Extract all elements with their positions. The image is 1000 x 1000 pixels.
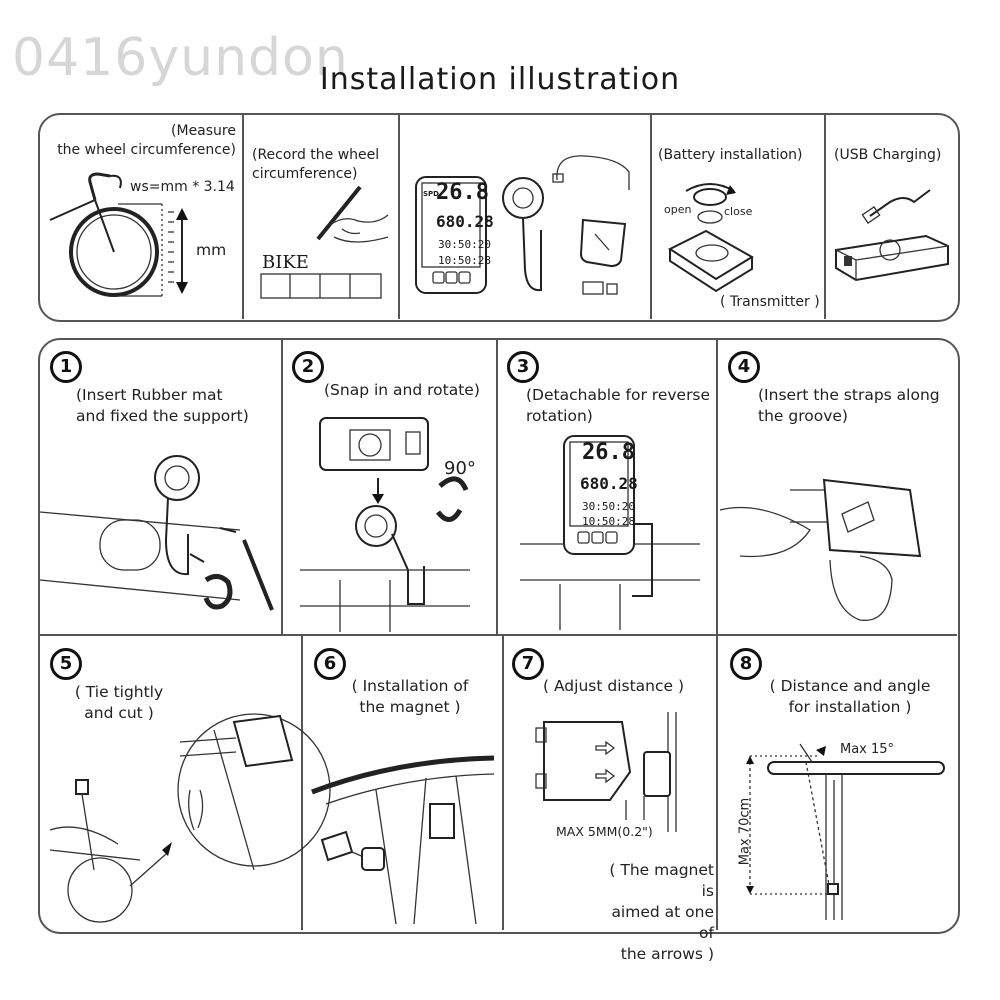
- top-panel: [38, 113, 960, 322]
- step-5-line2: and cut ): [84, 704, 154, 722]
- step-6-line2: the magnet ): [359, 698, 461, 716]
- divider: [716, 339, 718, 635]
- step-3-illustration: [520, 435, 700, 630]
- usb-caption: (USB Charging): [834, 147, 942, 163]
- divider: [824, 114, 826, 319]
- record-caption: (Record the wheel circumference): [252, 146, 392, 184]
- step-3-lcd-speed: 26.8: [582, 440, 635, 465]
- step-8-illustration: [746, 743, 945, 920]
- step-3-lcd-am: 10:50:28: [582, 515, 635, 528]
- row-divider: [39, 634, 957, 636]
- step-3-number: 3: [507, 351, 539, 383]
- step-4-illustration: [719, 478, 922, 621]
- step-4-number: 4: [728, 351, 760, 383]
- divider: [716, 635, 718, 930]
- lcd-mode: SPD: [423, 190, 439, 198]
- step-8-number: 8: [730, 648, 762, 680]
- usb-charging-illustration: [835, 189, 949, 282]
- battery-caption: (Battery installation): [658, 147, 803, 163]
- measure-caption-line2: the wheel circumference): [57, 142, 236, 158]
- unit-label: mm: [196, 241, 227, 259]
- step-4-line2: the groove): [758, 407, 848, 425]
- open-label: open: [664, 203, 692, 216]
- hand-pencil-illustration: [316, 185, 389, 243]
- step-7-note: ( The magnet is aimed at one of the arro…: [598, 860, 714, 965]
- step-6-illustration: [311, 755, 495, 925]
- step-8-line2: for installation ): [788, 698, 912, 716]
- lcd-am: 10:50:28: [438, 254, 491, 267]
- step-6-caption: ( Installation of the magnet ): [340, 676, 480, 718]
- step-7-number: 7: [512, 648, 544, 680]
- step-3-line2: rotation): [526, 407, 593, 425]
- step-7-note-line2: aimed at one of: [611, 903, 714, 942]
- step-8-caption: ( Distance and angle for installation ): [764, 676, 936, 718]
- max-angle-label: Max 15°: [840, 742, 895, 757]
- lcd-rt: 30:50:20: [438, 238, 491, 251]
- step-1-line2: and fixed the support): [76, 407, 249, 425]
- record-caption-line2: circumference): [252, 166, 358, 182]
- steps-panel: [38, 338, 960, 934]
- step-6-line1: ( Installation of: [351, 677, 469, 695]
- step-2-number: 2: [292, 351, 324, 383]
- transmitter-label: ( Transmitter ): [720, 294, 820, 310]
- max-height-label: Max 70cm: [737, 797, 753, 866]
- close-label: close: [724, 205, 753, 218]
- step-8-line1: ( Distance and angle: [769, 677, 931, 695]
- circumference-formula: ws=mm * 3.14: [130, 179, 235, 195]
- step-5-illustration: [49, 713, 331, 923]
- lcd-dst: 680.28: [436, 212, 494, 231]
- divider: [502, 635, 504, 930]
- divider: [496, 339, 498, 635]
- watermark: 0416yundon: [12, 28, 349, 88]
- wheel-measure-illustration: [49, 172, 188, 297]
- divider: [281, 339, 283, 635]
- step-7-note-line3: the arrows ): [620, 945, 714, 963]
- max-distance-label: MAX 5MM(0.2"): [556, 824, 653, 839]
- divider: [398, 114, 400, 319]
- step-1-line1: (Insert Rubber mat: [76, 386, 223, 404]
- step-3-caption: (Detachable for reverse rotation): [526, 385, 714, 427]
- step-5-caption: ( Tie tightly and cut ): [64, 682, 174, 724]
- rotate-angle-label: 90°: [444, 458, 476, 479]
- step-5-line1: ( Tie tightly: [74, 683, 164, 701]
- handlebar-mount-illustration: [502, 155, 630, 295]
- step-2-illustration: [300, 417, 470, 632]
- step-1-number: 1: [50, 351, 82, 383]
- step-5-number: 5: [50, 648, 82, 680]
- step-3-line1: (Detachable for reverse: [526, 386, 711, 404]
- measure-caption-line1: (Measure: [171, 123, 236, 139]
- computer-unit: [415, 176, 487, 294]
- measure-caption: (Measure the wheel circumference): [46, 122, 236, 160]
- step-3-lcd-dst: 680.28: [580, 474, 638, 493]
- step-1-illustration: [39, 455, 274, 611]
- step-7-note-line1: ( The magnet is: [609, 861, 714, 900]
- battery-illustration: [667, 183, 754, 293]
- step-6-number: 6: [314, 648, 346, 680]
- step-1-caption: (Insert Rubber mat and fixed the support…: [76, 385, 276, 427]
- lcd-speed: 26.8: [436, 180, 489, 205]
- step-7-caption: ( Adjust distance ): [543, 677, 685, 695]
- divider: [650, 114, 652, 319]
- step-3-lcd-rt: 30:50:20: [582, 500, 635, 513]
- bike-label: BIKE: [262, 252, 309, 273]
- record-caption-line1: (Record the wheel: [252, 147, 380, 163]
- page-title: Installation illustration: [319, 62, 681, 97]
- step-7-illustration: [535, 712, 677, 832]
- record-table: [260, 273, 382, 299]
- step-4-line1: (Insert the straps along: [758, 386, 940, 404]
- step-2-caption: (Snap in and rotate): [324, 381, 480, 399]
- divider: [301, 635, 303, 930]
- step-4-caption: (Insert the straps along the groove): [758, 385, 952, 427]
- divider: [242, 114, 244, 319]
